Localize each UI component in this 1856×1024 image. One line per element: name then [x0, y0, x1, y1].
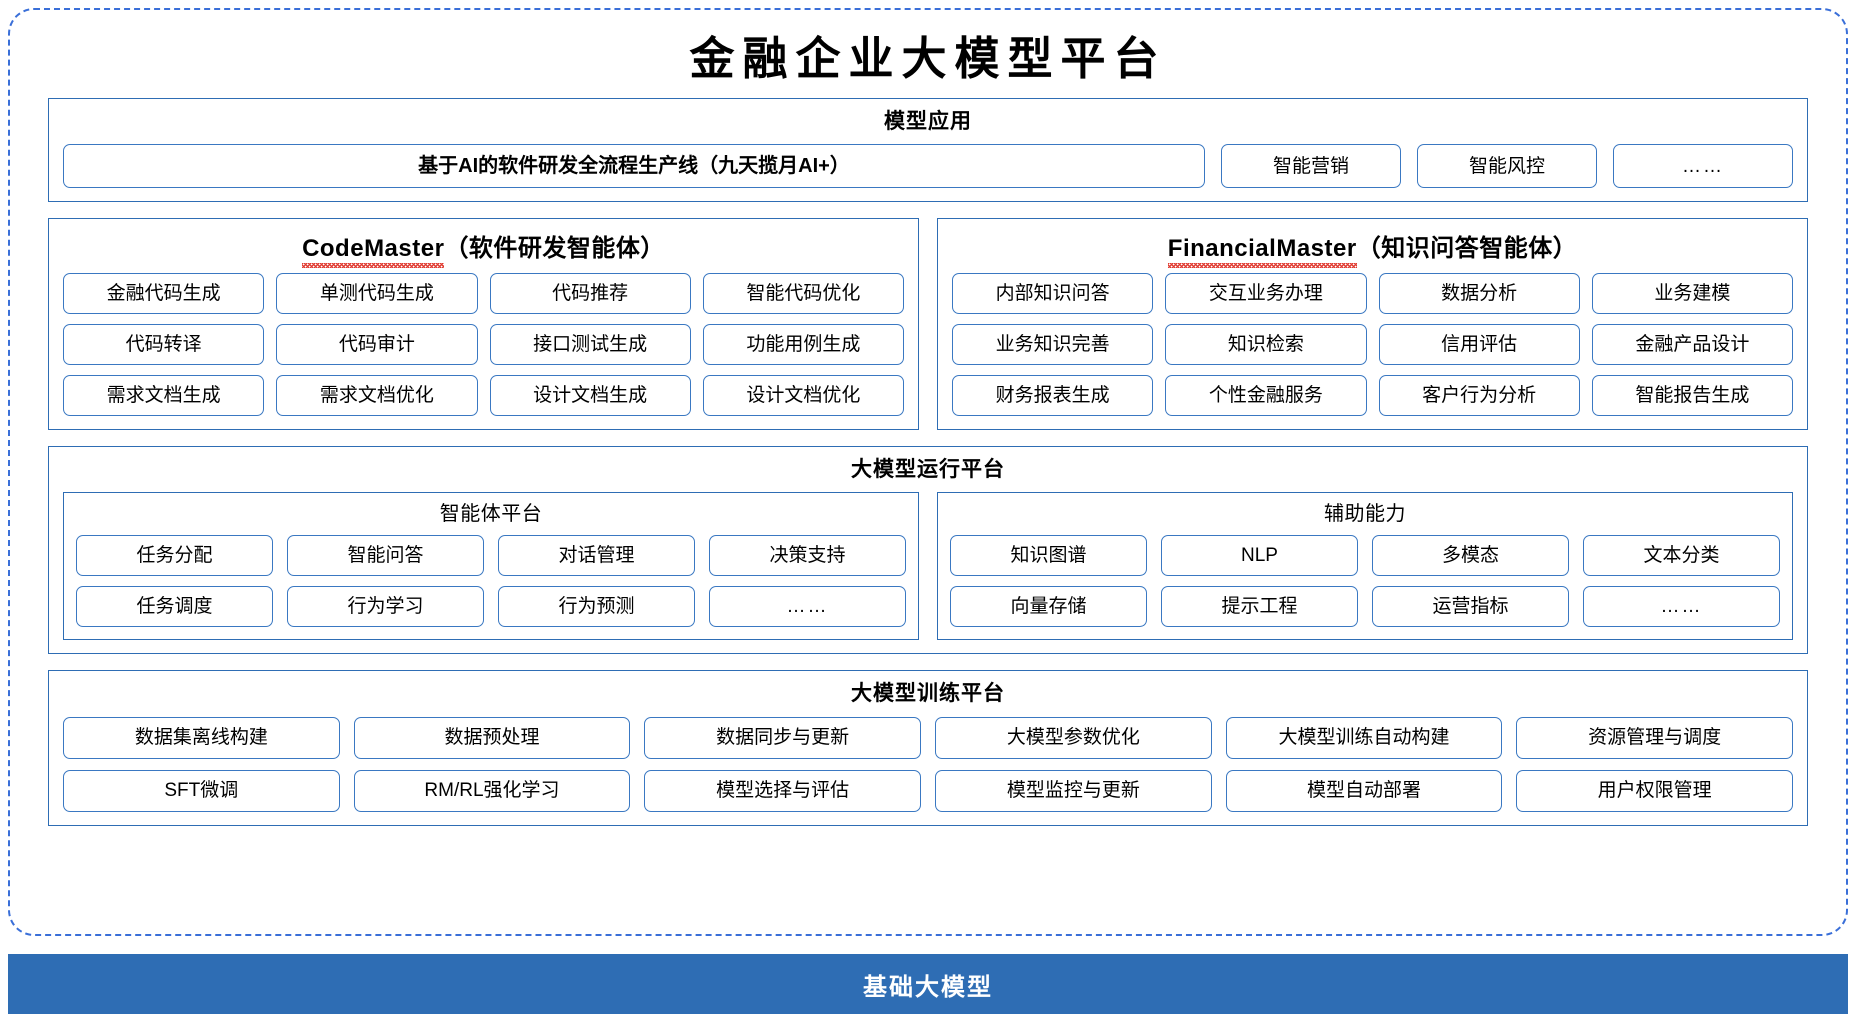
- model-application-items: 基于AI的软件研发全流程生产线（九天揽月AI+） 智能营销 智能风控 ……: [63, 144, 1793, 189]
- chip-agentplatform-2[interactable]: 对话管理: [498, 535, 695, 577]
- chip-codemaster-9[interactable]: 需求文档优化: [276, 375, 478, 417]
- agent-title-codemaster: CodeMaster（软件研发智能体）: [63, 228, 904, 269]
- chip-codemaster-10[interactable]: 设计文档生成: [489, 375, 691, 417]
- section-title-runtime-platform: 大模型运行平台: [851, 458, 1005, 482]
- agent-name-en-codemaster: CodeMaster: [302, 235, 445, 269]
- section-training-platform: 大模型训练平台 数据集离线构建 数据预处理 数据同步与更新 大模型参数优化 大模…: [48, 670, 1808, 826]
- section-title-training-platform: 大模型训练平台: [851, 682, 1005, 706]
- chip-training-1[interactable]: 数据预处理: [353, 716, 631, 759]
- agent-name-cn-financialmaster: （知识问答智能体）: [1356, 235, 1578, 263]
- chip-auxiliary-3[interactable]: 文本分类: [1583, 535, 1780, 577]
- base-model-bar: 基础大模型: [8, 954, 1848, 1014]
- chip-auxiliary-1[interactable]: NLP: [1161, 535, 1358, 577]
- chip-codemaster-7[interactable]: 功能用例生成: [702, 324, 904, 366]
- chip-agentplatform-1[interactable]: 智能问答: [287, 535, 484, 577]
- chip-agentplatform-more[interactable]: ……: [709, 586, 906, 628]
- chip-financialmaster-4[interactable]: 业务知识完善: [952, 324, 1154, 366]
- chip-codemaster-1[interactable]: 单测代码生成: [276, 273, 478, 315]
- section-title-model-application: 模型应用: [884, 109, 972, 133]
- chip-codemaster-0[interactable]: 金融代码生成: [63, 273, 265, 315]
- chip-auxiliary-5[interactable]: 提示工程: [1161, 586, 1358, 628]
- chip-auxiliary-more[interactable]: ……: [1583, 586, 1780, 628]
- chip-financialmaster-11[interactable]: 智能报告生成: [1591, 375, 1793, 417]
- chip-training-10[interactable]: 模型自动部署: [1225, 769, 1503, 812]
- training-platform-grid: 数据集离线构建 数据预处理 数据同步与更新 大模型参数优化 大模型训练自动构建 …: [63, 716, 1793, 812]
- subpanel-title-agent-platform: 智能体平台: [439, 503, 543, 526]
- chip-codemaster-2[interactable]: 代码推荐: [489, 273, 691, 315]
- chip-financialmaster-1[interactable]: 交互业务办理: [1165, 273, 1367, 315]
- section-runtime-platform: 大模型运行平台 智能体平台 任务分配 智能问答 对话管理 决策支持 任务调度 行…: [48, 446, 1808, 655]
- section-codemaster: CodeMaster（软件研发智能体） 金融代码生成 单测代码生成 代码推荐 智…: [48, 218, 919, 431]
- chip-agentplatform-6[interactable]: 行为预测: [498, 586, 695, 628]
- chip-agentplatform-5[interactable]: 行为学习: [287, 586, 484, 628]
- chip-financialmaster-3[interactable]: 业务建模: [1591, 273, 1793, 315]
- chip-training-9[interactable]: 模型监控与更新: [934, 769, 1212, 812]
- outer-dashed-frame: 金融企业大模型平台 模型应用 基于AI的软件研发全流程生产线（九天揽月AI+） …: [8, 8, 1848, 936]
- chip-training-6[interactable]: SFT微调: [63, 769, 340, 812]
- codemaster-capability-grid: 金融代码生成 单测代码生成 代码推荐 智能代码优化 代码转译 代码审计 接口测试…: [63, 273, 904, 417]
- chip-training-5[interactable]: 资源管理与调度: [1516, 716, 1793, 759]
- agent-platform-grid: 任务分配 智能问答 对话管理 决策支持 任务调度 行为学习 行为预测 ……: [76, 535, 906, 628]
- chip-training-2[interactable]: 数据同步与更新: [644, 716, 921, 759]
- subpanel-agent-platform: 智能体平台 任务分配 智能问答 对话管理 决策支持 任务调度 行为学习 行为预测…: [63, 492, 919, 641]
- app-item-more[interactable]: ……: [1613, 144, 1793, 189]
- app-item-smart-marketing[interactable]: 智能营销: [1221, 144, 1401, 189]
- chip-auxiliary-4[interactable]: 向量存储: [950, 586, 1147, 628]
- agent-title-financialmaster: FinancialMaster（知识问答智能体）: [952, 228, 1793, 269]
- chip-auxiliary-2[interactable]: 多模态: [1372, 535, 1569, 577]
- chip-codemaster-8[interactable]: 需求文档生成: [63, 375, 265, 417]
- app-item-smart-risk-control[interactable]: 智能风控: [1417, 144, 1597, 189]
- chip-training-0[interactable]: 数据集离线构建: [63, 716, 340, 759]
- agents-row: CodeMaster（软件研发智能体） 金融代码生成 单测代码生成 代码推荐 智…: [48, 218, 1808, 431]
- chip-codemaster-6[interactable]: 接口测试生成: [489, 324, 691, 366]
- chip-auxiliary-0[interactable]: 知识图谱: [950, 535, 1147, 577]
- chip-financialmaster-0[interactable]: 内部知识问答: [952, 273, 1154, 315]
- chip-training-8[interactable]: 模型选择与评估: [644, 769, 921, 812]
- chip-financialmaster-2[interactable]: 数据分析: [1378, 273, 1580, 315]
- chip-codemaster-3[interactable]: 智能代码优化: [702, 273, 904, 315]
- page-title: 金融企业大模型平台: [689, 34, 1167, 84]
- app-item-ai-rnd-pipeline[interactable]: 基于AI的软件研发全流程生产线（九天揽月AI+）: [63, 144, 1205, 189]
- agent-name-en-financialmaster: FinancialMaster: [1167, 235, 1357, 269]
- chip-training-4[interactable]: 大模型训练自动构建: [1225, 716, 1503, 759]
- agent-name-cn-codemaster: （软件研发智能体）: [444, 235, 665, 263]
- subpanel-auxiliary-capability: 辅助能力 知识图谱 NLP 多模态 文本分类 向量存储 提示工程 运营指标 ……: [937, 492, 1793, 641]
- chip-codemaster-4[interactable]: 代码转译: [63, 324, 265, 366]
- chip-financialmaster-5[interactable]: 知识检索: [1165, 324, 1367, 366]
- chip-financialmaster-7[interactable]: 金融产品设计: [1591, 324, 1793, 366]
- chip-financialmaster-8[interactable]: 财务报表生成: [952, 375, 1154, 417]
- chip-agentplatform-4[interactable]: 任务调度: [76, 586, 273, 628]
- chip-codemaster-5[interactable]: 代码审计: [276, 324, 478, 366]
- subpanel-title-auxiliary-capability: 辅助能力: [1324, 503, 1406, 526]
- chip-training-7[interactable]: RM/RL强化学习: [353, 769, 631, 812]
- auxiliary-capability-grid: 知识图谱 NLP 多模态 文本分类 向量存储 提示工程 运营指标 ……: [950, 535, 1780, 628]
- runtime-subpanels-row: 智能体平台 任务分配 智能问答 对话管理 决策支持 任务调度 行为学习 行为预测…: [63, 492, 1793, 641]
- financialmaster-capability-grid: 内部知识问答 交互业务办理 数据分析 业务建模 业务知识完善 知识检索 信用评估…: [952, 273, 1793, 417]
- chip-financialmaster-10[interactable]: 客户行为分析: [1378, 375, 1580, 417]
- chip-training-11[interactable]: 用户权限管理: [1516, 769, 1793, 812]
- chip-auxiliary-6[interactable]: 运营指标: [1372, 586, 1569, 628]
- section-financialmaster: FinancialMaster（知识问答智能体） 内部知识问答 交互业务办理 数…: [937, 218, 1808, 431]
- chip-agentplatform-3[interactable]: 决策支持: [709, 535, 906, 577]
- chip-agentplatform-0[interactable]: 任务分配: [76, 535, 273, 577]
- section-model-application: 模型应用 基于AI的软件研发全流程生产线（九天揽月AI+） 智能营销 智能风控 …: [48, 97, 1808, 203]
- chip-codemaster-11[interactable]: 设计文档优化: [702, 375, 904, 417]
- chip-financialmaster-9[interactable]: 个性金融服务: [1165, 375, 1367, 417]
- chip-financialmaster-6[interactable]: 信用评估: [1378, 324, 1580, 366]
- chip-training-3[interactable]: 大模型参数优化: [934, 716, 1212, 759]
